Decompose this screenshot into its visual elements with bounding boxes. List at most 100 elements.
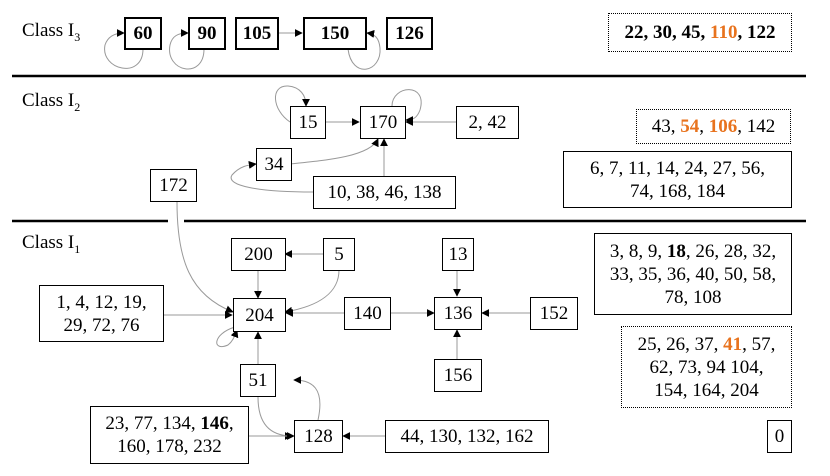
i1-dotted-line2: 62, 73, 94 104, — [649, 356, 764, 378]
node-128: 128 — [294, 420, 343, 453]
node-44-162-text: 44, 130, 132, 162 — [400, 426, 534, 447]
node-204: 204 — [233, 298, 286, 332]
edge-150-loop — [347, 29, 381, 70]
class-i1-label-sub: 1 — [74, 241, 81, 256]
i1-dotted-highlight: 41 — [723, 333, 743, 355]
node-1-76-line1: 1, 4, 12, 19, — [56, 291, 147, 313]
node-136: 136 — [434, 297, 482, 330]
i1-solid-bold-18: 18 — [666, 240, 686, 262]
node-5: 5 — [323, 238, 355, 271]
edge-90-loop — [169, 29, 205, 70]
class-i2-solid-set: 6, 7, 11, 14, 24, 27, 56, 74, 168, 184 — [563, 151, 792, 208]
node-90-text: 90 — [197, 23, 217, 44]
node-0: 0 — [767, 420, 792, 453]
node-126: 126 — [386, 17, 433, 50]
class-i1-solid-set: 3, 8, 9, 18, 26, 28, 32, 33, 35, 36, 40,… — [594, 233, 792, 315]
node-150-text: 150 — [320, 23, 350, 44]
class-i1-label-text: Class I — [22, 232, 75, 253]
i2-dotted-part3: , 142 — [737, 116, 776, 137]
edge-172-204 — [176, 201, 234, 314]
class-i2-label: Class I2 — [22, 90, 80, 115]
node-2-42: 2, 42 — [456, 106, 519, 139]
node-15: 15 — [290, 106, 326, 139]
node-156-text: 156 — [443, 365, 473, 386]
node-105-text: 105 — [242, 23, 272, 44]
edge-15-loop — [275, 85, 310, 123]
node-23-line1c: , — [228, 413, 234, 434]
node-1-76-line2: 29, 72, 76 — [63, 314, 140, 336]
edge-204-loop — [216, 326, 239, 348]
class-i1-label: Class I1 — [22, 232, 80, 257]
i2-solid-line2: 74, 168, 184 — [630, 180, 725, 202]
i3-set-part2: , 122 — [737, 22, 776, 43]
edge-10-34 — [230, 160, 314, 193]
i1-solid-line3: 78, 108 — [664, 286, 722, 308]
i1-solid-line1a: 3, 8, 9, — [609, 240, 667, 262]
i2-solid-line1: 6, 7, 11, 14, 24, 27, 56, — [589, 157, 766, 179]
node-51: 51 — [240, 364, 276, 397]
edge-170-loop — [391, 89, 422, 124]
edge-128-51 — [293, 376, 321, 421]
node-200: 200 — [231, 238, 286, 271]
node-172-text: 172 — [159, 175, 188, 196]
node-1-76: 1, 4, 12, 19, 29, 72, 76 — [39, 285, 164, 342]
node-13: 13 — [442, 238, 474, 271]
edge-51-128 — [257, 396, 293, 440]
node-5-text: 5 — [334, 244, 344, 265]
class-i2-label-sub: 2 — [74, 99, 81, 114]
node-44-162: 44, 130, 132, 162 — [385, 420, 549, 453]
i3-set-part1: 22, 30, 45, — [624, 22, 711, 43]
i1-dotted-line1c: , 57, — [742, 333, 776, 355]
node-23-line1a: 23, 77, 134, — [105, 413, 201, 434]
node-0-text: 0 — [774, 426, 785, 447]
node-10-38-46-138: 10, 38, 46, 138 — [313, 176, 456, 209]
i2-dotted-part2: , — [699, 116, 709, 137]
node-10-38-46-138-text: 10, 38, 46, 138 — [327, 182, 442, 203]
node-105: 105 — [235, 17, 279, 50]
node-15-text: 15 — [298, 112, 318, 133]
node-152-text: 152 — [539, 303, 569, 324]
edge-34-170 — [289, 138, 379, 165]
node-51-text: 51 — [248, 370, 268, 391]
node-126-text: 126 — [395, 23, 424, 44]
node-2-42-text: 2, 42 — [468, 112, 507, 133]
node-90: 90 — [188, 17, 226, 50]
i2-dotted-part1: 43, — [651, 116, 681, 137]
class-i3-set: 22, 30, 45, 110, 122 — [608, 13, 792, 52]
node-170-text: 170 — [368, 112, 398, 133]
edge-60-loop — [104, 29, 144, 69]
i1-dotted-line3: 154, 164, 204 — [654, 379, 759, 401]
node-23-232: 23, 77, 134, 146, 160, 178, 232 — [90, 406, 249, 464]
node-34: 34 — [256, 148, 292, 181]
i2-dotted-highlight-2: 106 — [708, 116, 738, 137]
class-i3-label: Class I3 — [22, 20, 80, 45]
i2-dotted-highlight-1: 54 — [680, 116, 700, 137]
i1-solid-line2: 33, 35, 36, 40, 50, 58, — [609, 263, 777, 285]
class-i3-label-text: Class I — [22, 20, 75, 41]
node-170: 170 — [360, 106, 406, 139]
class-i1-dotted-set: 25, 26, 37, 41, 57, 62, 73, 94 104, 154,… — [621, 326, 792, 408]
node-200-text: 200 — [244, 244, 273, 265]
node-152: 152 — [530, 297, 578, 330]
class-i2-label-text: Class I — [22, 90, 75, 111]
node-23-line2: 160, 178, 232 — [117, 436, 222, 457]
class-i2-dotted-set: 43, 54, 106, 142 — [636, 109, 791, 144]
i1-dotted-line1a: 25, 26, 37, — [637, 333, 724, 355]
node-140: 140 — [344, 297, 391, 330]
node-172: 172 — [150, 169, 197, 202]
node-140-text: 140 — [353, 303, 382, 324]
i3-set-highlight: 110 — [710, 22, 738, 43]
node-156: 156 — [434, 359, 482, 392]
node-34-text: 34 — [264, 154, 284, 175]
node-13-text: 13 — [448, 244, 468, 265]
node-136-text: 136 — [443, 303, 473, 324]
i1-solid-line1c: , 26, 28, 32, — [685, 240, 777, 262]
edge-5-204 — [284, 269, 340, 315]
node-23-bold-146: 146 — [200, 413, 229, 434]
node-60: 60 — [124, 17, 162, 50]
node-204-text: 204 — [245, 304, 274, 326]
node-150: 150 — [303, 17, 367, 50]
node-60-text: 60 — [133, 23, 153, 44]
